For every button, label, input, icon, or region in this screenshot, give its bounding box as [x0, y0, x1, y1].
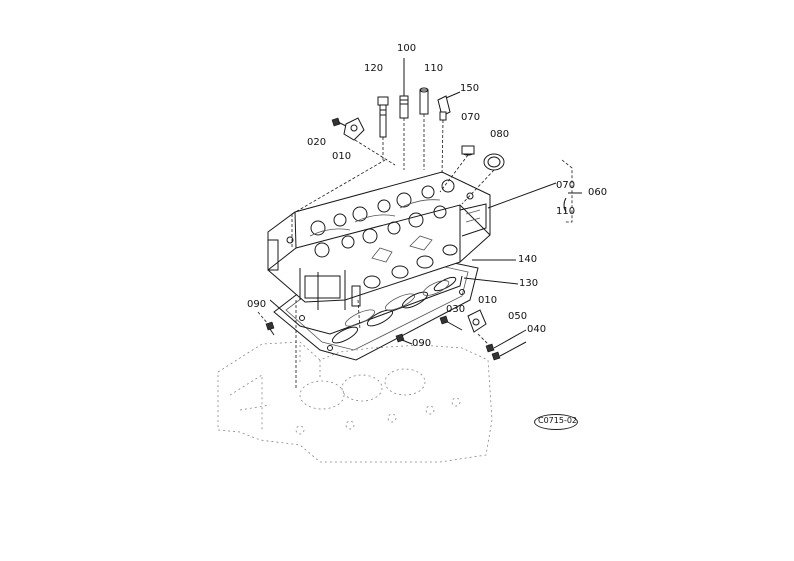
- label-100: 100: [397, 43, 417, 54]
- sensor-150: [437, 91, 461, 176]
- leader-130: [463, 277, 519, 285]
- label-140: 140: [518, 254, 538, 265]
- assembly-frame: [267, 159, 386, 248]
- label-040: 040: [527, 324, 547, 335]
- sleeve-110: [419, 87, 429, 170]
- label-060: 060: [588, 187, 608, 198]
- label-110-top: 110: [424, 63, 444, 74]
- reference-code: C0715-02: [538, 416, 578, 425]
- bolt-090-mid: [395, 333, 413, 345]
- label-030: 030: [446, 304, 466, 315]
- label-120: 120: [364, 63, 384, 74]
- head-bolt-120: [377, 96, 389, 160]
- label-010-right: 010: [478, 295, 498, 306]
- reference-code-oval: [534, 414, 578, 430]
- label-150: 150: [460, 83, 480, 94]
- label-020: 020: [307, 137, 327, 148]
- label-130: 130: [519, 278, 539, 289]
- valve-guide-100: [399, 58, 409, 170]
- label-080: 080: [490, 129, 510, 140]
- engine-block-outline: [217, 341, 493, 463]
- label-050: 050: [508, 311, 528, 322]
- cylinder-head: [267, 171, 491, 310]
- fasteners-right: [439, 309, 527, 361]
- cap-070-plug-080: [439, 145, 505, 205]
- label-110-right: 110: [556, 206, 576, 217]
- bolt-090-left: [257, 311, 275, 336]
- label-090-left: 090: [247, 299, 267, 310]
- label-070-right: 070: [556, 180, 576, 191]
- alignment-line-2: [357, 299, 361, 331]
- label-090-mid: 090: [412, 338, 432, 349]
- label-070-top: 070: [461, 112, 481, 123]
- label-010-top: 010: [332, 151, 352, 162]
- hanger-010-nut-020: [331, 117, 396, 166]
- bracket-060: [487, 159, 582, 223]
- gasket-130: [269, 275, 463, 335]
